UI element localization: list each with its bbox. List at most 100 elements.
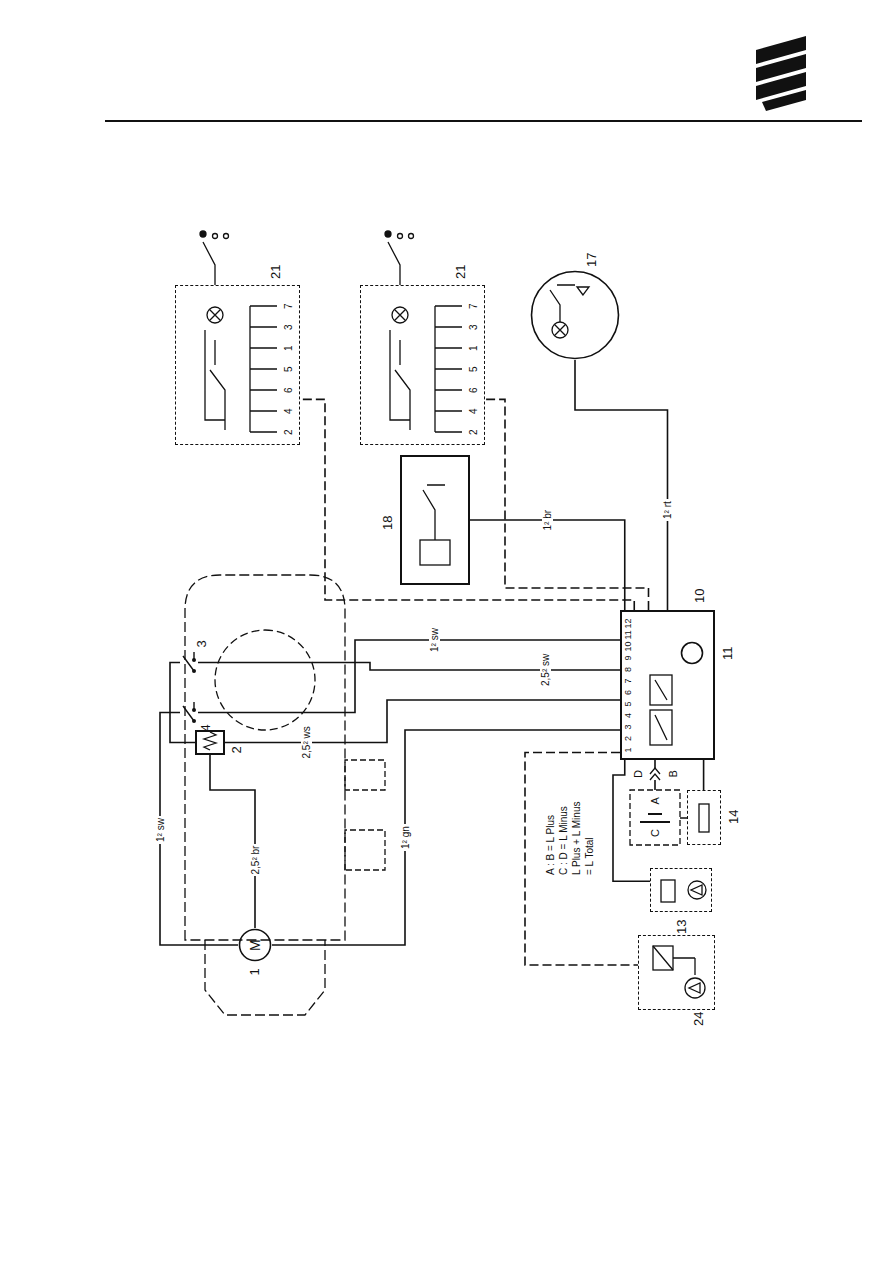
wire-label: 1² rt: [662, 499, 673, 521]
wiring-illustration: [105, 195, 760, 1030]
control-unit: 1110: [620, 610, 715, 760]
pin-number: 6: [624, 690, 634, 695]
pump-box: 13: [650, 868, 712, 912]
wire-label: 1² br: [542, 508, 553, 533]
callout-number: 3: [195, 640, 209, 647]
pin-number: 7: [624, 678, 634, 683]
wire: [210, 755, 255, 928]
lamp-symbol: [209, 309, 220, 320]
pin-number: 3: [624, 724, 634, 729]
pin-line: [250, 306, 277, 432]
overheat-switch: 4: [180, 700, 198, 725]
pin-number: 7: [468, 303, 479, 309]
motor-housing: [205, 940, 325, 1015]
callout-number: 1: [248, 968, 262, 975]
lamp-symbol: [392, 307, 408, 323]
switch-box: 21: [175, 285, 300, 445]
logo-stripe: [762, 90, 806, 111]
note-text: = L Total: [584, 837, 595, 875]
relay-contact: [653, 946, 695, 975]
connector-layer: [105, 195, 760, 1030]
switch-lever: [183, 702, 194, 721]
pin-number: 5: [468, 366, 479, 372]
battery-symbol: [640, 814, 670, 822]
relay-contact: [423, 485, 445, 540]
pin-number: 5: [283, 366, 294, 372]
pump-symbol: [689, 983, 700, 993]
relay-symbol: [661, 880, 675, 902]
fuse-box: 14: [687, 790, 721, 845]
wire: [170, 663, 195, 743]
rocker-switch: [213, 234, 218, 239]
switch-lever: [183, 652, 194, 671]
wire: [575, 360, 668, 610]
callout-number: 13: [675, 920, 689, 934]
rocker-switch: [398, 234, 403, 239]
callout-number: 21: [269, 265, 283, 279]
pump-box: 24: [638, 935, 715, 1010]
indicator-lamp: 17: [530, 270, 620, 360]
thermal-switch: 3: [180, 650, 198, 675]
callout-number: 14: [727, 810, 741, 824]
terminal-label: B: [667, 770, 679, 777]
wire: [525, 753, 638, 966]
wire: [613, 760, 650, 881]
plug-symbol: [650, 768, 660, 780]
wire-label: 2,5² br: [250, 844, 261, 877]
switch-symbol: [180, 650, 198, 675]
rocker-switch: [203, 242, 215, 285]
switch-contact: [192, 719, 196, 723]
header-rule: [105, 120, 862, 122]
pin-number: 8: [624, 667, 634, 672]
pin-number: 2: [283, 429, 294, 435]
callout-number: 10: [693, 589, 707, 603]
pin-number: 4: [468, 408, 479, 414]
switch-box: 21: [360, 285, 485, 445]
relay-symbol: [420, 540, 450, 565]
pump-symbol: [688, 881, 706, 899]
motor-letter: M: [248, 939, 263, 951]
pin-number: 11: [624, 630, 634, 639]
wire: [198, 663, 620, 671]
rocker-switch: [409, 234, 414, 239]
glow-plug: 2: [195, 730, 225, 755]
note-text: L Plus + L Minus: [571, 802, 582, 875]
wire-label: 1² sw: [429, 626, 440, 654]
switch-contact: [390, 330, 410, 430]
rotated-diagram: 2121171811101413241M2341² rt1² br1² gn2,…: [105, 195, 760, 1030]
fuse-symbol: [699, 804, 709, 832]
pin-number: 1: [468, 345, 479, 351]
circle-outline: [240, 930, 271, 961]
callout-number: 17: [585, 253, 599, 267]
terminal-label: C: [649, 829, 661, 837]
resistor-symbol: [204, 732, 216, 750]
note-text: A : B = L Plus: [545, 815, 556, 875]
lamp-symbol: [550, 285, 589, 336]
pin-number: 6: [468, 387, 479, 393]
wire: [300, 399, 634, 610]
wire: [272, 730, 620, 945]
wire: [655, 760, 687, 818]
callout-number: 18: [381, 516, 395, 530]
callout-number: 2: [230, 746, 244, 753]
combustion-chamber: [215, 630, 315, 730]
circle-outline: [532, 272, 619, 359]
pin-line: [435, 306, 462, 432]
terminal-label: D: [632, 770, 644, 778]
wire: [470, 520, 625, 610]
switch-contact: [192, 669, 196, 673]
pin-number: 9: [624, 655, 634, 660]
rocker-switch: [388, 242, 400, 285]
pin-number: 1: [624, 747, 634, 752]
relay-box: 18: [400, 455, 470, 585]
switch-contact: [192, 658, 196, 662]
pin-number: 4: [283, 408, 294, 414]
wire-label: 2,5² ws: [301, 724, 312, 760]
pin-number: 5: [624, 701, 634, 706]
timer-dial: 11: [680, 641, 704, 665]
pin-number: 3: [283, 324, 294, 330]
pin-number: 2: [468, 429, 479, 435]
pin-number: 7: [283, 303, 294, 309]
wire: [225, 700, 620, 743]
